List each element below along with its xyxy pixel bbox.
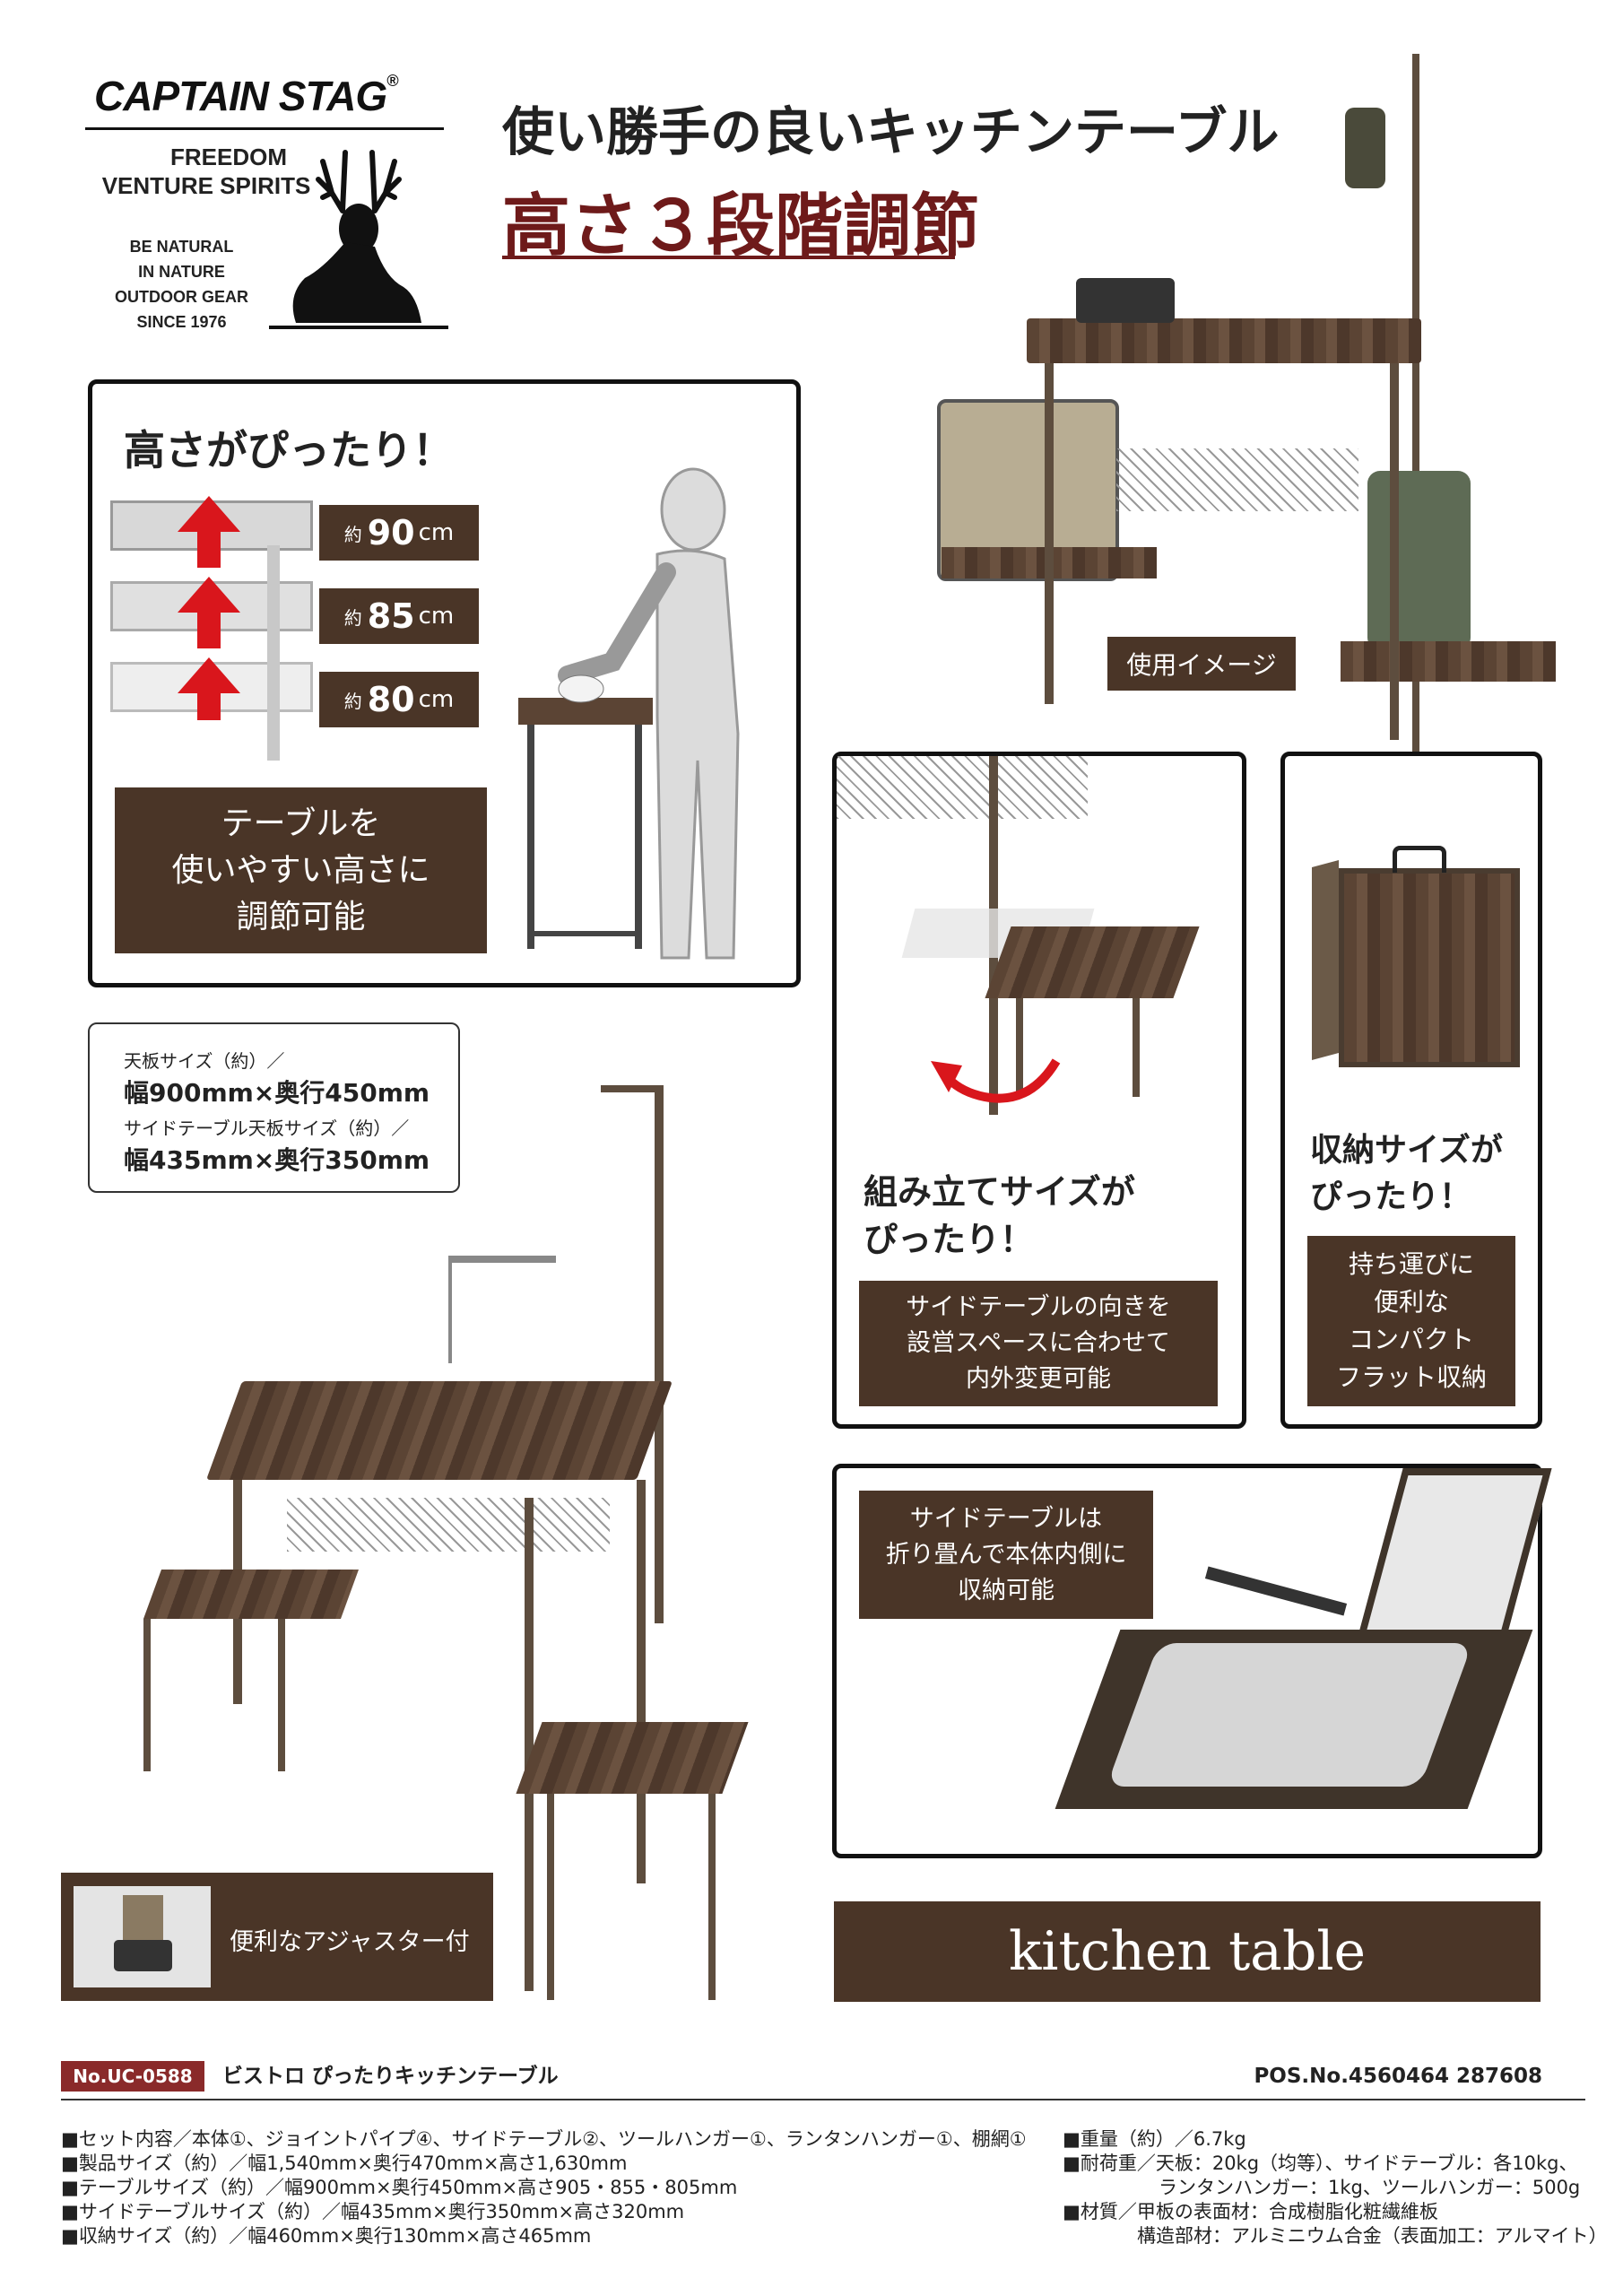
assembly-title-2: ぴったり！ (864, 1220, 1035, 1259)
spec-right-2: ■耐荷重／天板：20kg（均等）、サイドテーブル：各10kg、 (1063, 2152, 1578, 2174)
lantern-pole (1412, 54, 1419, 753)
height-panel-title: 高さがぴったり！ (124, 426, 454, 474)
subheadline-underline (502, 256, 955, 259)
side-size-value: 幅435mm×奥行350mm (124, 1145, 430, 1175)
main-side-table-right (516, 1722, 749, 1794)
height-up-arrows (178, 496, 240, 720)
assembly-side-table (985, 926, 1200, 998)
height-caption: テーブルを 使いやすい高さに 調節可能 (115, 787, 487, 953)
spec-left-3: ■テーブルサイズ（約）／幅900mm×奥行450mm×高さ905・855・805… (61, 2177, 738, 2198)
assembly-title-1: 組み立てサイズが (864, 1172, 1135, 1212)
brand-tagline-2: VENTURE SPIRITS (101, 172, 311, 199)
product-photo (135, 1067, 816, 2018)
pos-number: POS.No.4560464 287608 (1254, 2065, 1542, 2088)
subheadline: 高さ３段階調節 (502, 186, 979, 265)
top-size-label: 天板サイズ（約）／ (124, 1050, 285, 1072)
headline: 使い勝手の良いキッチンテーブル (502, 101, 1280, 162)
fold-photo (1055, 1468, 1552, 1858)
spec-right-5: 構造部材：アルミニウム合金（表面加工：アルマイト） (1137, 2225, 1608, 2247)
brand-tagline-1: FREEDOM (170, 144, 287, 170)
usage-label: 使用イメージ (1107, 637, 1296, 691)
sizes-box: 天板サイズ（約）／ 幅900mm×奥行450mm サイドテーブル天板サイズ（約）… (88, 1022, 460, 1193)
fold-panel: サイドテーブルは 折り畳んで本体内側に 収納可能 (832, 1464, 1552, 1858)
tool-hanger (448, 1256, 556, 1263)
usage-table-top (1027, 318, 1421, 363)
main-table-top (205, 1381, 673, 1480)
adjuster-box: 便利なアジャスター付 (61, 1873, 493, 2001)
side-size-label: サイドテーブル天板サイズ（約）／ (124, 1118, 410, 1139)
main-lantern-pole (655, 1085, 664, 1623)
top-size-value: 幅900mm×奥行450mm (124, 1078, 430, 1108)
product-divider (61, 2099, 1585, 2100)
brand-motto-3: OUTDOOR GEAR (114, 288, 248, 306)
water-jug (1367, 471, 1471, 650)
brand-name: CAPTAIN STAG (94, 73, 387, 119)
storage-title-1: 収納サイズが (1310, 1132, 1503, 1169)
product-name: ビストロ ぴったりキッチンテーブル (222, 2065, 559, 2088)
spec-left-4: ■サイドテーブルサイズ（約）／幅435mm×奥行350mm×高さ320mm (61, 2201, 685, 2222)
brand-motto-1: BE NATURAL (129, 238, 234, 256)
brand-logo: CAPTAIN STAG® FREEDOM VENTURE SPIRITS BE… (85, 72, 448, 345)
spec-right-3: ランタンハンガー：1kg、ツールハンガー：500g (1159, 2177, 1581, 2198)
kitchen-table-label: kitchen table (834, 1901, 1541, 2002)
assembly-panel: 組み立てサイズが ぴったり！ サイドテーブルの向きを 設営スペースに合わせて 内… (832, 752, 1246, 1429)
assembly-caption: サイドテーブルの向きを 設営スペースに合わせて 内外変更可能 (859, 1281, 1218, 1406)
lantern-icon (1345, 108, 1385, 188)
storage-caption: 持ち運びに 便利な コンパクト フラット収納 (1307, 1236, 1515, 1406)
usage-photo (915, 45, 1596, 753)
spec-left-1: ■セット内容／本体①、ジョイントパイプ④、サイドテーブル②、ツールハンガー①、ラ… (61, 2128, 1027, 2150)
usage-side-table-right (1341, 641, 1556, 682)
stove-icon (1076, 278, 1175, 323)
assembly-photo (837, 756, 1242, 1115)
brand-motto-2: IN NATURE (138, 263, 225, 281)
spec-left-5: ■収納サイズ（約）／幅460mm×奥行130mm×高さ465mm (61, 2225, 592, 2247)
spec-right-4: ■材質／甲板の表面材：合成樹脂化粧繊維板 (1063, 2201, 1438, 2222)
registered-mark: ® (386, 72, 398, 90)
brand-motto-4: SINCE 1976 (136, 313, 227, 331)
storage-panel: 収納サイズが ぴったり！ 持ち運びに 便利な コンパクト フラット収納 (1280, 752, 1542, 1429)
spec-left-2: ■製品サイズ（約）／幅1,540mm×奥行470mm×高さ1,630mm (61, 2152, 628, 2174)
product-code: No.UC-0588 (61, 2061, 204, 2092)
person-illustration (518, 467, 740, 960)
storage-photo (1312, 846, 1520, 1070)
net-shelf (1116, 448, 1358, 511)
spec-right-1: ■重量（約）／6.7kg (1063, 2128, 1246, 2150)
adjuster-caption: 便利なアジャスター付 (230, 1928, 470, 1956)
stag-icon (269, 150, 448, 329)
main-side-table-left (143, 1570, 360, 1619)
storage-title-2: ぴったり！ (1310, 1178, 1472, 1215)
rotate-arrow-icon (931, 1058, 1061, 1103)
adjuster-photo (74, 1886, 211, 1987)
main-net-shelf (287, 1498, 610, 1552)
height-illustration (110, 496, 317, 770)
fold-caption: サイドテーブルは 折り畳んで本体内側に 収納可能 (859, 1491, 1153, 1619)
